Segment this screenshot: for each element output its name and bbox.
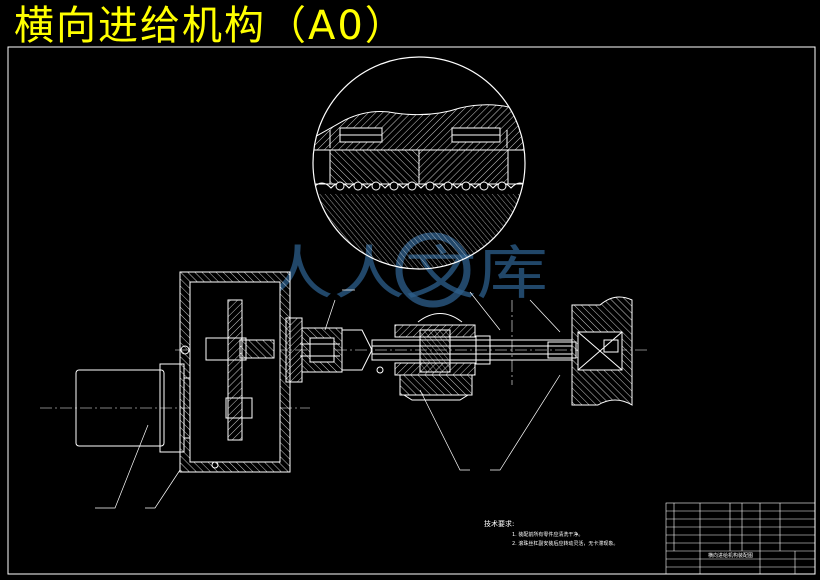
technical-notes: 技术要求: 1. 装配前所有零件应清洗干净。 2. 滚珠丝杠副安装后应转动灵活，… bbox=[484, 519, 618, 547]
notes-line-2: 2. 滚珠丝杠副安装后应转动灵活，无卡滞现象。 bbox=[512, 540, 618, 547]
drawing-frame bbox=[7, 46, 816, 575]
drawing-title: 横向进给机构（A0） bbox=[14, 3, 407, 49]
gearbox-housing bbox=[179, 271, 291, 473]
ball-screw bbox=[371, 313, 573, 401]
leader-lines bbox=[95, 289, 561, 509]
bearing-seat bbox=[285, 317, 373, 383]
end-support bbox=[547, 296, 633, 406]
title-block-drawing-name: 横向进给机构装配图 bbox=[708, 552, 753, 559]
detail-circle bbox=[312, 56, 526, 270]
title-block: 横向进给机构装配图 bbox=[665, 502, 816, 575]
notes-line-1: 1. 装配前所有零件应清洗干净。 bbox=[512, 531, 583, 538]
notes-heading: 技术要求: bbox=[484, 519, 514, 528]
